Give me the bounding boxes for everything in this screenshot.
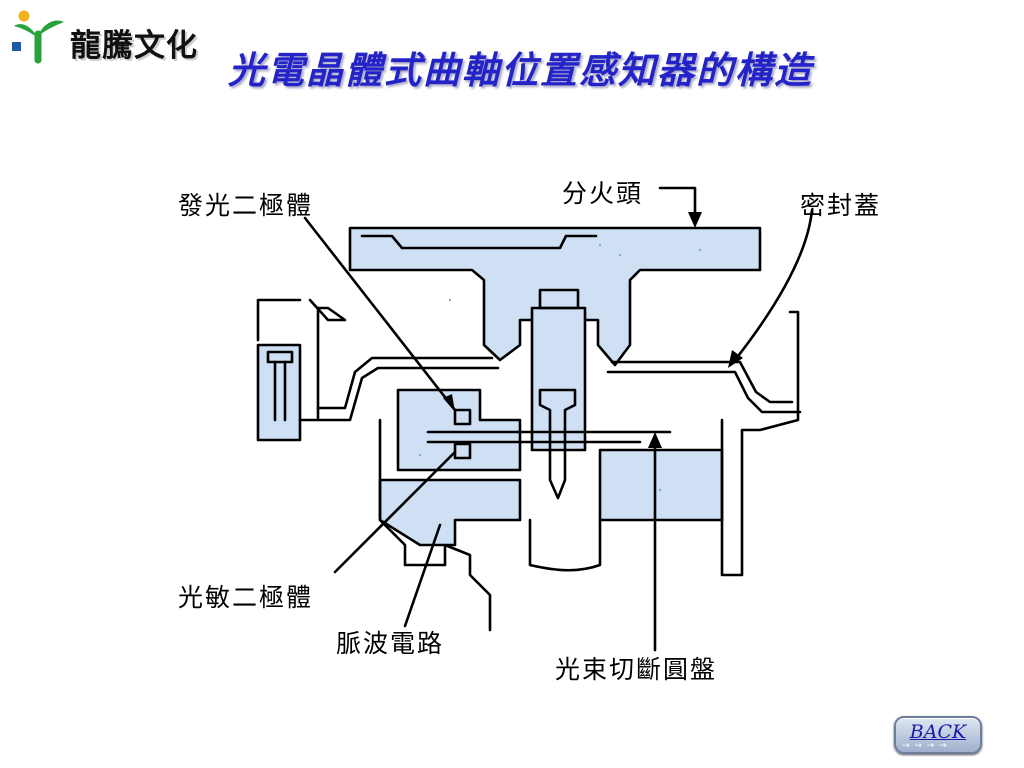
led-label: 發光二極體 [178,191,314,220]
pulse-circuit-label: 脈波電路 [336,629,445,658]
right-housing [598,448,724,522]
pulse-circuit-body [396,388,522,472]
distributor-head-label: 分火頭 [562,179,644,208]
base-plate-left [378,478,522,547]
seal-cover-label: 密封蓋 [800,191,882,220]
photodiode-label: 光敏二極體 [178,583,314,612]
logo-text: 龍騰文化 [70,28,198,64]
page-title: 光電晶體式曲軸位置感知器的構造 [228,48,813,92]
sprout-logo-icon [12,10,64,64]
back-button-label: BACK [909,721,967,743]
back-button[interactable]: BACK → → → → [894,716,982,754]
terminal-block [256,343,302,442]
arrow-decoration-icon: → → → → [902,741,948,751]
distributor-rotor [348,226,762,367]
chopper-disc-label: 光束切斷圓盤 [555,655,718,684]
publisher-logo: 龍騰文化 [8,6,208,70]
shaft-plug [530,306,587,452]
